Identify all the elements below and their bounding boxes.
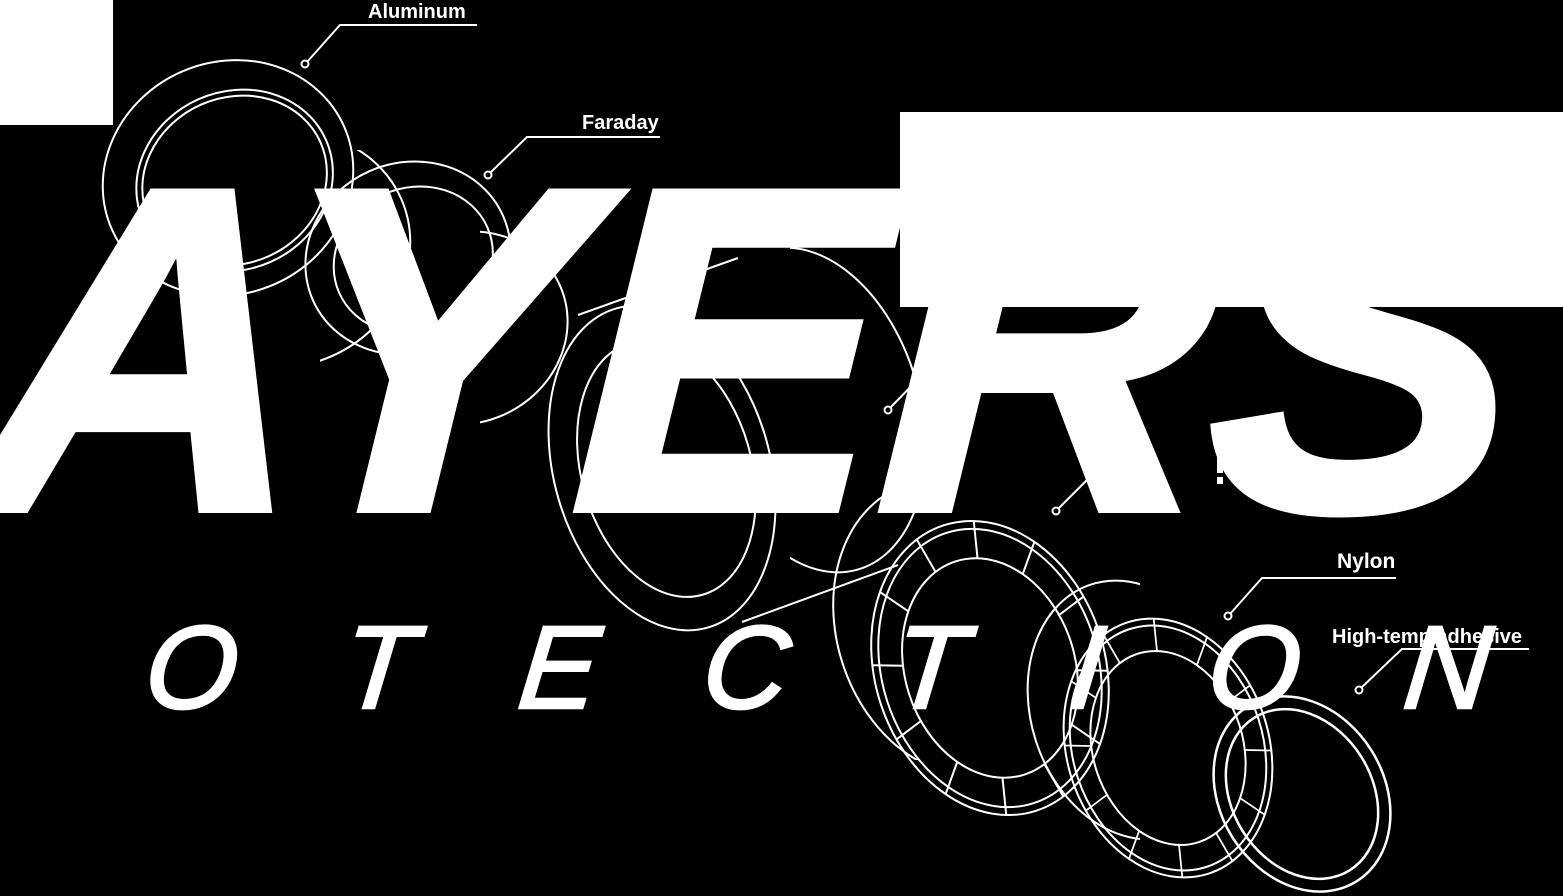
- callout-label-faraday: Faraday: [582, 112, 659, 134]
- leader-faraday: [483, 136, 660, 180]
- clipped-letter-block-left: [0, 0, 113, 125]
- ring-adhesive: [1212, 695, 1392, 893]
- ring-gear-2: [1026, 579, 1274, 879]
- leader-hidden-label: [1051, 437, 1223, 516]
- leader-aluminum: [300, 24, 477, 69]
- leader-high-temp-adhesive: [1354, 648, 1529, 695]
- ring-faraday: [304, 160, 569, 426]
- clipped-letter-block-right: [900, 112, 1563, 307]
- ring-aluminum: [101, 59, 412, 369]
- callout-label-high-temp-adhesive: High-temp adhesive: [1332, 626, 1523, 648]
- leader-partial-label: [883, 371, 977, 415]
- callout-label-nylon: Nylon: [1337, 550, 1396, 573]
- callout-label-aluminum: Aluminum: [368, 1, 466, 23]
- ring-gear-1: [832, 479, 1110, 817]
- hidden-label-sliver: [1217, 437, 1223, 473]
- leader-nylon: [1223, 577, 1396, 621]
- callout-label-partial: F: [974, 344, 987, 366]
